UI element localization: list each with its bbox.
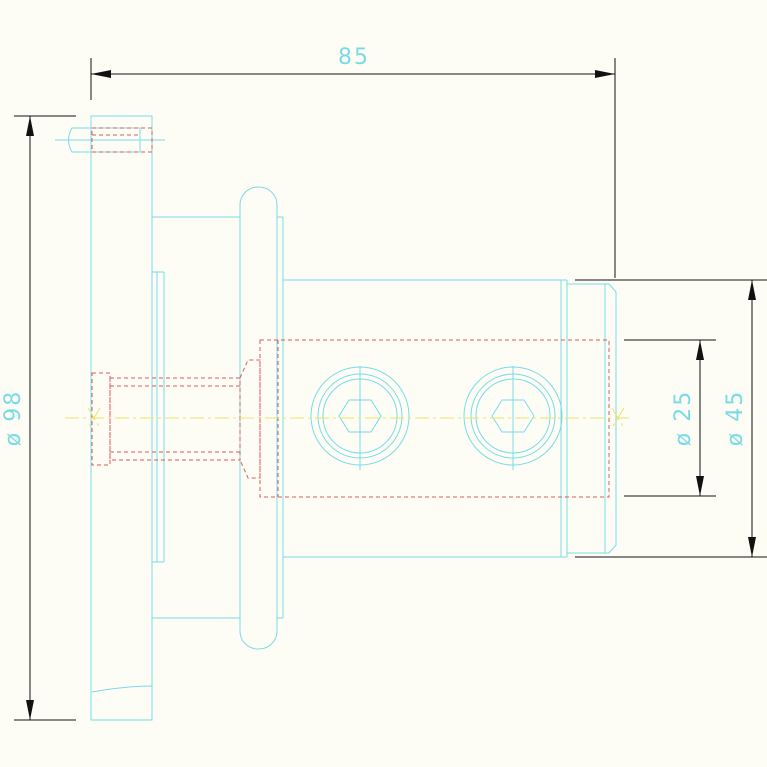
arrow-down-icon — [748, 537, 756, 557]
hub-step — [151, 217, 158, 618]
arrow-up-icon — [26, 116, 34, 136]
shaft-hidden-bore — [109, 377, 241, 461]
dimension-text-45: ø 45 — [723, 390, 748, 446]
dimension-body-diameter: ø 45 — [575, 279, 767, 558]
flange-chamfer-curve — [91, 685, 153, 693]
arrow-down-icon — [26, 700, 34, 720]
center-mark-right — [611, 407, 625, 429]
arrow-right-icon — [595, 70, 615, 78]
arrow-up-icon — [748, 280, 756, 300]
arrow-up-icon — [696, 340, 704, 360]
shaft-hidden-taper — [239, 359, 261, 479]
dimension-text-85: 85 — [338, 45, 370, 70]
dimension-bore-diameter: ø 25 — [624, 339, 716, 497]
hex-socket-icon — [491, 399, 535, 433]
top-pin-hole — [55, 127, 165, 153]
hex-socket-icon — [338, 399, 382, 433]
dimension-flange-diameter: ø 98 — [1, 115, 76, 721]
center-axis — [65, 407, 630, 429]
dimension-overall-length: 85 — [90, 45, 616, 278]
flange-hidden-counterbore — [91, 372, 111, 466]
pin-hidden-bore — [91, 127, 153, 153]
arrow-left-icon — [91, 70, 111, 78]
dimension-text-25: ø 25 — [671, 390, 696, 446]
hub-section — [151, 216, 240, 619]
arrow-down-icon — [696, 476, 704, 496]
dimension-text-98: ø 98 — [1, 390, 26, 446]
socket-screw-right — [463, 366, 563, 470]
socket-screw-left — [310, 366, 410, 470]
center-mark-left — [87, 407, 101, 429]
